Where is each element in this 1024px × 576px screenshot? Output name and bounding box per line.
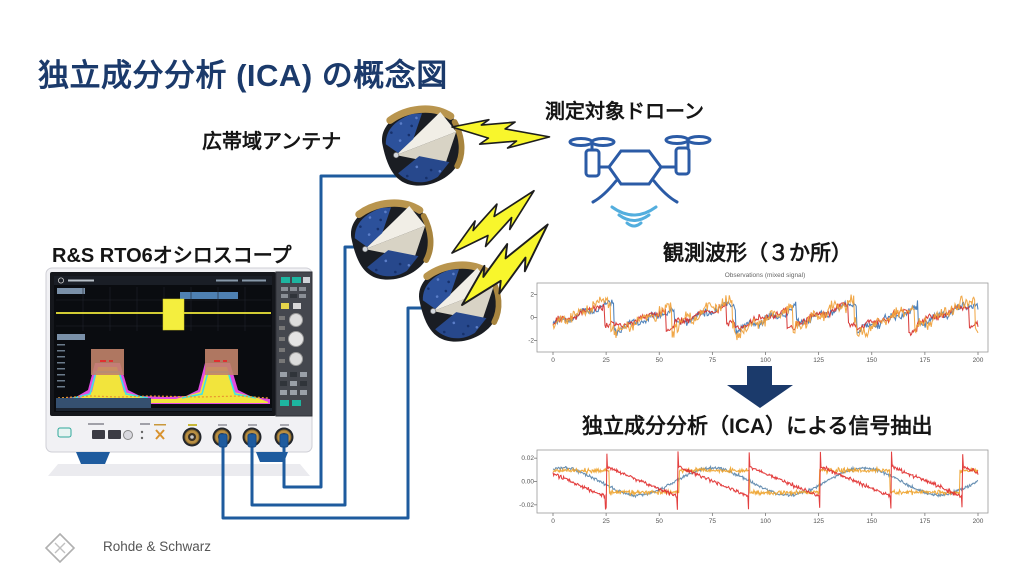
svg-text:175: 175: [919, 357, 930, 364]
svg-text:150: 150: [866, 357, 877, 364]
scope-base: [48, 464, 310, 476]
horn-antenna-icon: [345, 193, 440, 287]
svg-text:2: 2: [530, 292, 534, 299]
wideband-antenna-label: 広帯域アンテナ: [202, 131, 342, 153]
svg-text:0.00: 0.00: [521, 479, 534, 486]
down-block-arrow-icon: [727, 366, 793, 408]
svg-text:25: 25: [603, 518, 611, 525]
svg-text:Observations (mixed signal): Observations (mixed signal): [725, 272, 806, 279]
drone-label: 測定対象ドローン: [545, 101, 704, 123]
footer-brand-text: Rohde & Schwarz: [103, 539, 212, 554]
usb-port: [92, 430, 105, 439]
probe-comp-icon: [155, 429, 165, 440]
page-title: 独立成分分析 (ICA) の概念図: [38, 58, 448, 93]
svg-text:50: 50: [656, 357, 664, 364]
svg-text:0: 0: [551, 518, 555, 525]
svg-text:125: 125: [813, 518, 824, 525]
lightning-bolt-icon: [448, 106, 552, 161]
rohde-schwarz-diamond-icon: [44, 532, 76, 564]
oscilloscope-graphic: [45, 267, 313, 476]
svg-text:200: 200: [973, 518, 984, 525]
scope-foot: [76, 452, 110, 464]
svg-text:75: 75: [709, 357, 717, 364]
spectrum-mask-1: [91, 349, 124, 375]
svg-text:200: 200: [973, 357, 984, 364]
svg-text:125: 125: [813, 357, 824, 364]
scope-foot: [256, 452, 288, 462]
cable-plug: [218, 433, 228, 448]
horn-antenna-icon: [376, 99, 471, 193]
svg-text:175: 175: [919, 518, 930, 525]
svg-text:50: 50: [656, 518, 664, 525]
svg-text:-0.02: -0.02: [519, 502, 534, 509]
svg-text:25: 25: [603, 357, 611, 364]
observed-waveforms-chart: Observations (mixed signal) 0 25 50 75 100 125…: [528, 272, 989, 364]
observed-waveforms-label: 観測波形（３か所）: [663, 242, 852, 265]
cable-antenna-1: [282, 174, 410, 489]
svg-text:0: 0: [530, 315, 534, 322]
wifi-waves-icon: [610, 205, 658, 228]
bnc-connector: [182, 427, 202, 447]
svg-text:100: 100: [760, 518, 771, 525]
power-button: [57, 427, 72, 438]
scope-zoom-window: [162, 298, 185, 331]
drone-icon: [568, 135, 712, 228]
spectrum-yellow: [58, 367, 268, 403]
oscilloscope-label: R&S RTO6オシロスコープ: [52, 245, 292, 267]
svg-text:100: 100: [760, 357, 771, 364]
svg-text:75: 75: [709, 518, 717, 525]
usb-port: [108, 430, 121, 439]
ica-extracted-chart: 0 25 50 75 100 125 150 175 200 0.02 0.00 -0.02: [519, 449, 989, 525]
svg-text:0: 0: [551, 357, 555, 364]
spectrum-mask-2: [205, 349, 238, 375]
svg-text:-2: -2: [528, 338, 534, 345]
cable-plug: [247, 433, 257, 448]
cable-plug: [279, 433, 289, 448]
svg-text:0.02: 0.02: [521, 455, 534, 462]
ica-extraction-label: 独立成分分析（ICA）による信号抽出: [582, 415, 933, 438]
svg-text:150: 150: [866, 518, 877, 525]
